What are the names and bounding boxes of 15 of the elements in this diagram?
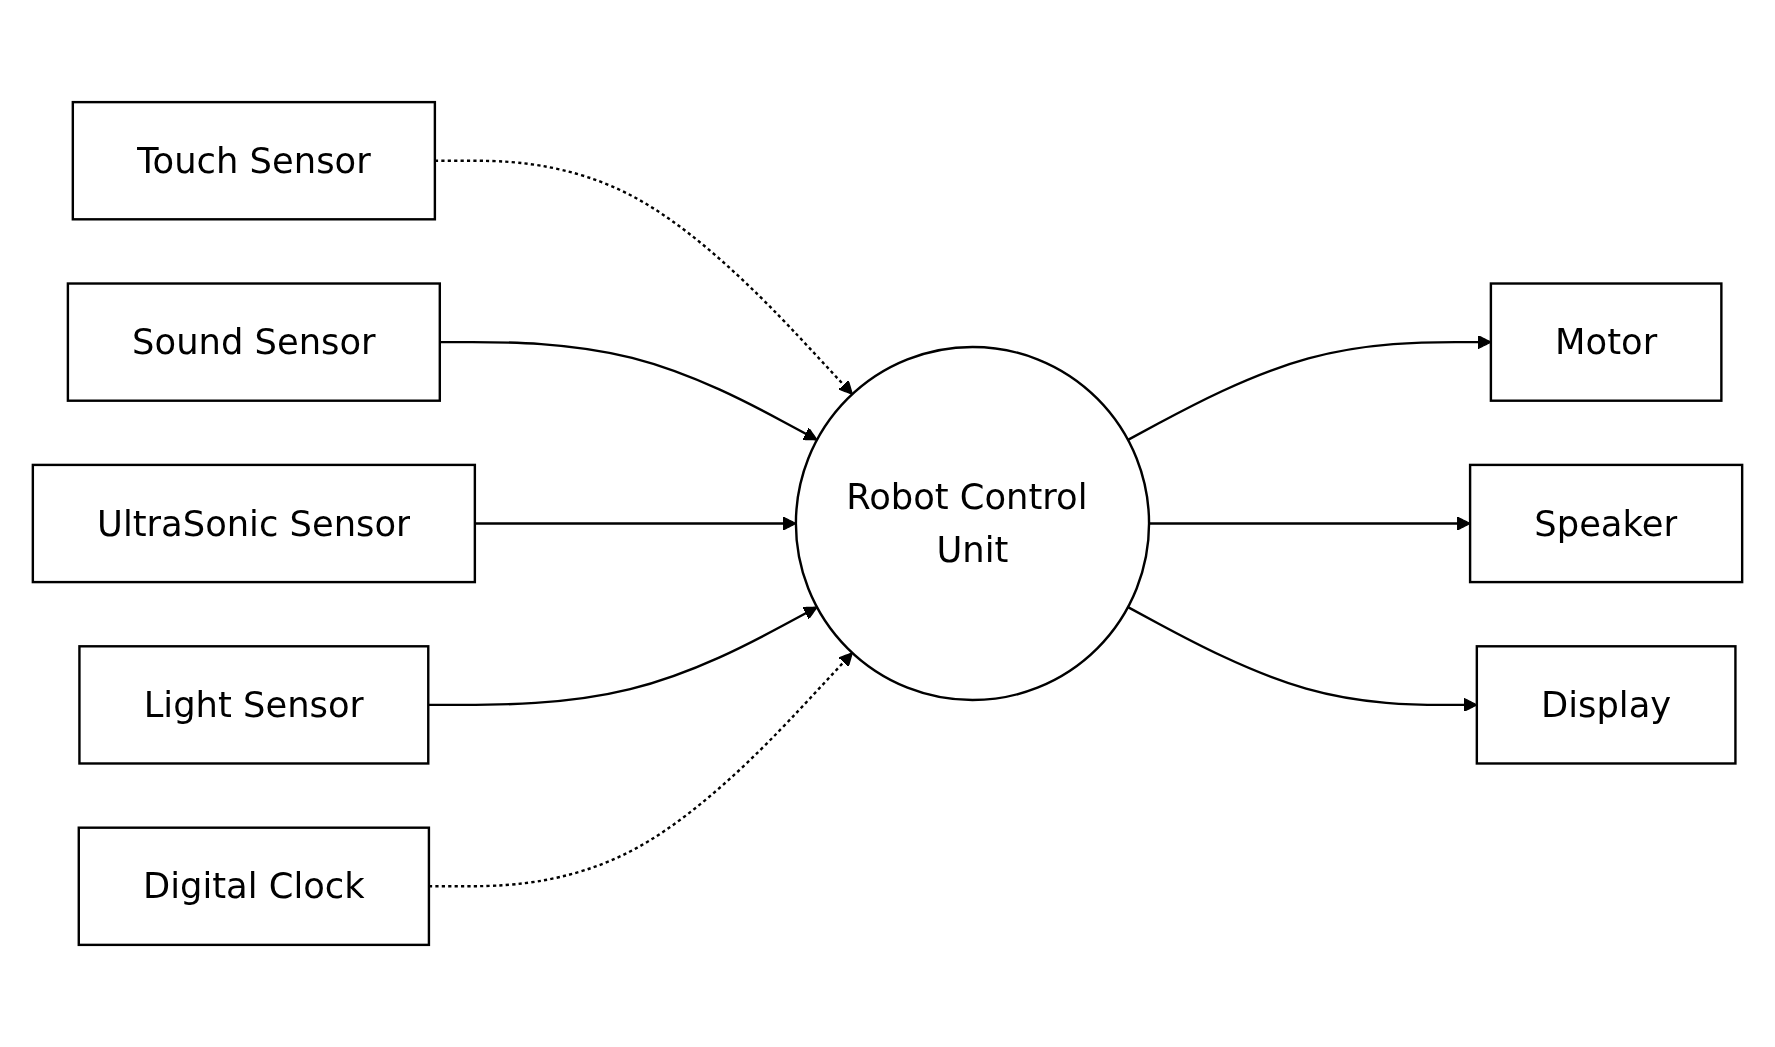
node-box: Digital Clock (77, 826, 431, 947)
node-box: Touch Sensor (71, 100, 437, 221)
arrow (434, 159, 853, 395)
arrow (1149, 516, 1471, 531)
node-box: Sound Sensor (66, 282, 441, 402)
arrow (439, 340, 818, 441)
node-circle: Robot Control Unit (794, 345, 1151, 702)
node-box: Speaker (1468, 463, 1744, 584)
arrow (428, 652, 853, 888)
node-box: Motor (1489, 282, 1723, 402)
node-box: Light Sensor (78, 645, 430, 765)
arrow (474, 516, 797, 531)
arrow (428, 606, 818, 707)
node-box: UltraSonic Sensor (31, 463, 477, 584)
node-box: Display (1475, 645, 1737, 765)
